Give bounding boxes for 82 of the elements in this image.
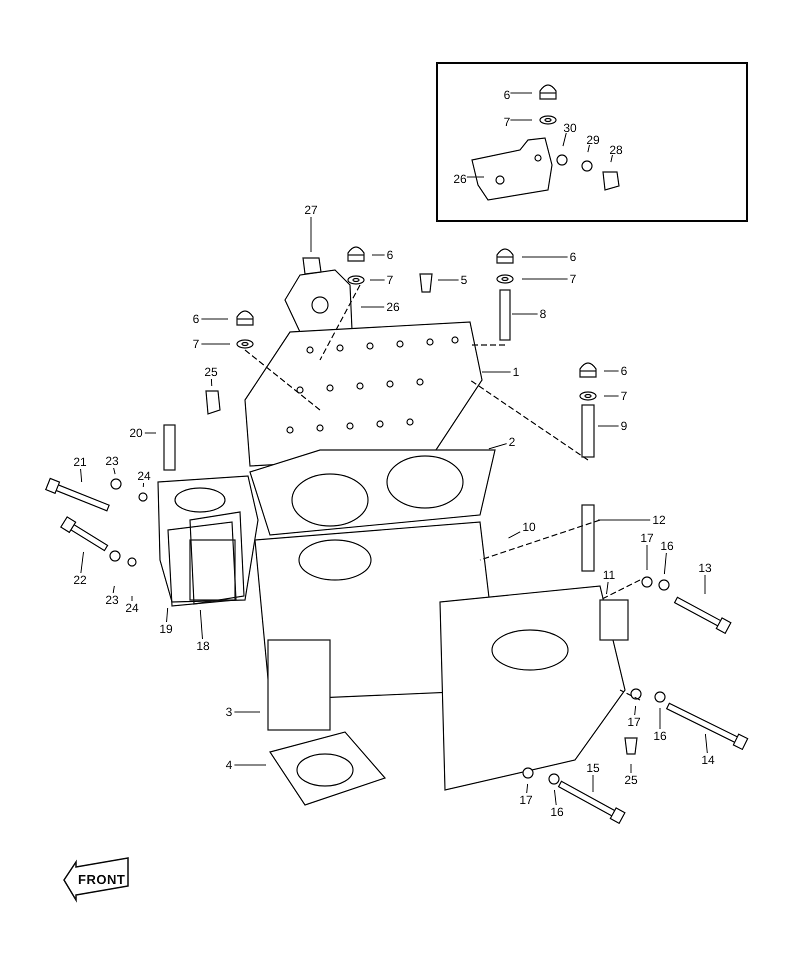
leader-line: [606, 582, 609, 595]
callout-number: 5: [460, 273, 468, 287]
callout-number: 25: [623, 773, 639, 787]
leader-line: [562, 132, 567, 147]
leader-line: [113, 468, 116, 475]
leader-line: [80, 551, 84, 574]
leader-line: [112, 585, 115, 594]
inset-panel: [436, 62, 748, 222]
callout-number: 30: [562, 121, 578, 135]
callout-number: 19: [158, 622, 174, 636]
callout-number: 2: [508, 435, 516, 449]
callout-number: 28: [608, 143, 624, 157]
callout-number: 14: [700, 753, 716, 767]
leader-line: [200, 610, 203, 640]
leader-line: [360, 306, 385, 308]
callout-number: 6: [568, 250, 578, 264]
leader-line: [526, 783, 528, 794]
leader-line: [200, 318, 228, 320]
callout-number: 27: [303, 203, 319, 217]
leader-line: [587, 144, 590, 153]
callout-number: 16: [549, 805, 565, 819]
leader-line: [634, 705, 636, 716]
leader-line: [210, 378, 212, 386]
callout-number: 3: [224, 705, 234, 719]
leader-line: [664, 552, 667, 575]
callout-number: 21: [72, 455, 88, 469]
callout-number: 10: [521, 520, 537, 534]
callout-number: 26: [385, 300, 401, 314]
callout-number: 20: [128, 426, 144, 440]
callout-number: 7: [568, 272, 578, 286]
callout-number: 7: [620, 389, 628, 403]
leader-line: [166, 607, 168, 622]
callout-number: 24: [124, 601, 140, 615]
callout-number: 7: [386, 273, 394, 287]
callout-number: 12: [651, 513, 667, 527]
leader-line: [522, 278, 568, 280]
leader-line: [522, 256, 568, 258]
leader-line: [630, 764, 632, 774]
leader-line: [372, 254, 386, 256]
leader-line: [592, 774, 594, 792]
callout-number: 17: [639, 531, 655, 545]
callout-number: 15: [585, 761, 601, 775]
callout-number: 17: [518, 793, 534, 807]
leader-line: [466, 176, 484, 178]
leader-line: [310, 216, 312, 252]
leader-line: [646, 544, 648, 570]
callout-number: 13: [697, 561, 713, 575]
leader-line: [508, 531, 521, 539]
callout-number: 7: [502, 115, 512, 129]
leader-line: [234, 764, 266, 766]
leader-line: [142, 482, 144, 488]
leader-line: [610, 154, 613, 163]
callout-number: 7: [192, 337, 200, 351]
callout-number: 23: [104, 454, 120, 468]
leader-line: [80, 468, 82, 483]
leader-line: [488, 443, 508, 450]
callout-number: 6: [386, 248, 394, 262]
callout-number: 24: [136, 469, 152, 483]
leader-line: [144, 432, 156, 434]
callout-number: 22: [72, 573, 88, 587]
callout-number: 25: [203, 365, 219, 379]
callout-number: 9: [620, 419, 628, 433]
front-label: FRONT: [78, 872, 126, 887]
callout-number: 6: [192, 312, 200, 326]
leader-line: [704, 574, 706, 594]
leader-line: [554, 789, 557, 806]
callout-number: 1: [512, 365, 520, 379]
callout-number: 6: [620, 364, 628, 378]
callout-number: 16: [659, 539, 675, 553]
callout-number: 4: [224, 758, 234, 772]
callout-number: 23: [104, 593, 120, 607]
callout-number: 6: [502, 88, 512, 102]
leader-line: [510, 92, 532, 94]
callout-number: 29: [585, 133, 601, 147]
callout-number: 17: [626, 715, 642, 729]
callout-number: 16: [652, 729, 668, 743]
callout-number: 26: [452, 172, 468, 186]
leader-line: [704, 733, 708, 754]
callout-number: 8: [538, 307, 548, 321]
callout-number: 11: [602, 568, 616, 582]
callout-number: 18: [195, 639, 211, 653]
leader-line: [604, 370, 620, 372]
